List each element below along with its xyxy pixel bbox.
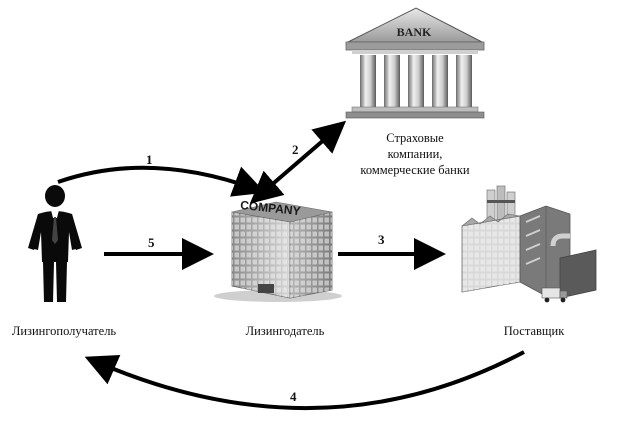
- arrow-4: [84, 350, 525, 410]
- bank-caption: Страховые компании, коммерческие банки: [340, 130, 490, 178]
- arrow-5-number: 5: [148, 235, 155, 250]
- factory-icon: [461, 185, 597, 303]
- lessee-label: Лизингополучатель: [11, 324, 117, 338]
- bank-caption-line-2: компании,: [387, 147, 443, 161]
- businessman-icon: [28, 185, 82, 302]
- company-building-icon: [214, 201, 342, 302]
- bank-sign: BANK: [397, 25, 432, 39]
- arrow-2: [249, 120, 347, 204]
- bank-caption-line-3: коммерческие банки: [360, 163, 470, 177]
- arrow-1: [57, 165, 266, 197]
- arrow-3-number: 3: [378, 232, 385, 247]
- bank-icon: [345, 7, 485, 119]
- arrow-2-number: 2: [292, 142, 299, 157]
- bank-caption-line-1: Страховые: [386, 131, 444, 145]
- arrow-1-number: 1: [146, 152, 153, 167]
- supplier-label: Поставщик: [503, 324, 565, 338]
- lessor-label: Лизингодатель: [245, 324, 325, 338]
- arrow-4-number: 4: [290, 389, 297, 404]
